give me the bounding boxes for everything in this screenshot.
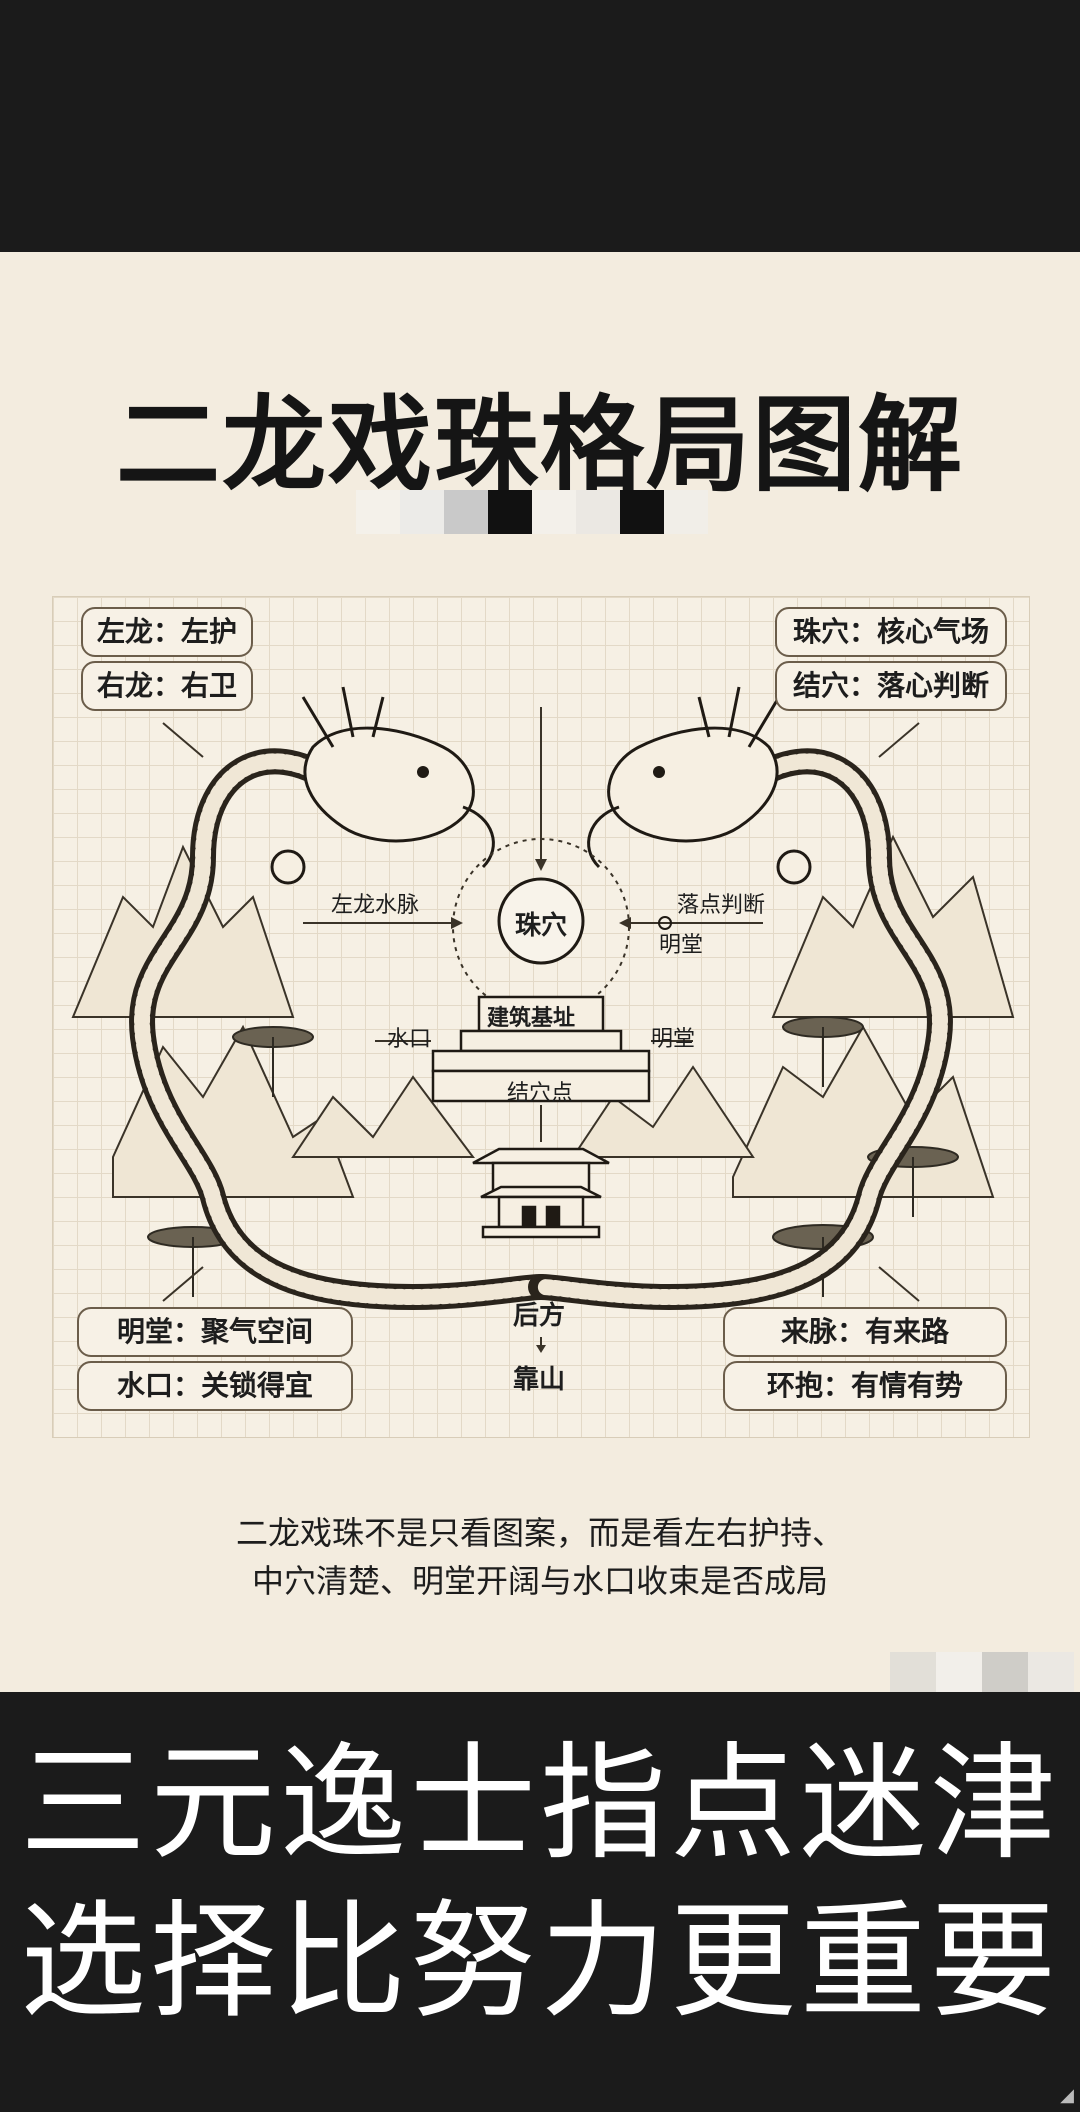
caption-line-2: 中穴清楚、明堂开阔与水口收束是否成局 bbox=[251, 1562, 828, 1600]
mosaic-censor-corner bbox=[890, 1652, 1074, 1698]
label-pearl: 珠穴 bbox=[515, 911, 568, 941]
tag-pearl-cave: 珠穴：核心气场 bbox=[775, 607, 1007, 657]
tag-mingtang: 明堂：聚气空间 bbox=[77, 1307, 353, 1357]
mosaic-censor-strip bbox=[356, 490, 708, 534]
label-knot-point: 结穴点 bbox=[507, 1081, 574, 1106]
label-rear: 后方 bbox=[513, 1301, 566, 1331]
slogan-line-1: 三元逸士指点迷津 bbox=[20, 1730, 1060, 1877]
tag-left-dragon: 左龙：左护 bbox=[81, 607, 253, 657]
tag-knot-cave: 结穴：落心判断 bbox=[775, 661, 1007, 711]
tag-right-dragon: 右龙：右卫 bbox=[81, 661, 253, 711]
label-landing-judgement: 落点判断 bbox=[677, 893, 766, 918]
poster-title: 二龙戏珠格局图解 bbox=[115, 384, 964, 506]
tag-embrace: 环抱：有情有势 bbox=[723, 1361, 1007, 1411]
label-foundation: 建筑基址 bbox=[487, 1005, 576, 1031]
label-backing-mountain: 靠山 bbox=[513, 1365, 566, 1395]
slogan-line-2: 选择比努力更重要 bbox=[20, 1888, 1060, 2035]
poster: 二龙戏珠格局图解 bbox=[0, 252, 1080, 1698]
label-mingtang-upper: 明堂 bbox=[659, 933, 704, 958]
bottom-dark-band: 三元逸士指点迷津 选择比努力更重要 ◢ bbox=[0, 1692, 1080, 2112]
diagram-grid-panel: 左龙：左护 右龙：右卫 珠穴：核心气场 结穴：落心判断 左龙水脉 珠穴 落点判断… bbox=[52, 596, 1030, 1438]
label-water-mouth: 水口 bbox=[387, 1027, 432, 1052]
label-left-water-vein: 左龙水脉 bbox=[331, 893, 420, 918]
caption-line-1: 二龙戏珠不是只看图案，而是看左右护持、 bbox=[235, 1514, 844, 1552]
tag-water-mouth: 水口：关锁得宜 bbox=[77, 1361, 353, 1411]
dragon-landscape-illustration bbox=[71, 686, 1015, 1353]
expand-icon[interactable]: ◢ bbox=[1060, 2085, 1074, 2106]
label-mingtang-lower: 明堂 bbox=[651, 1027, 696, 1052]
top-dark-band bbox=[0, 0, 1080, 252]
tag-incoming-vein: 来脉：有来路 bbox=[723, 1307, 1007, 1357]
